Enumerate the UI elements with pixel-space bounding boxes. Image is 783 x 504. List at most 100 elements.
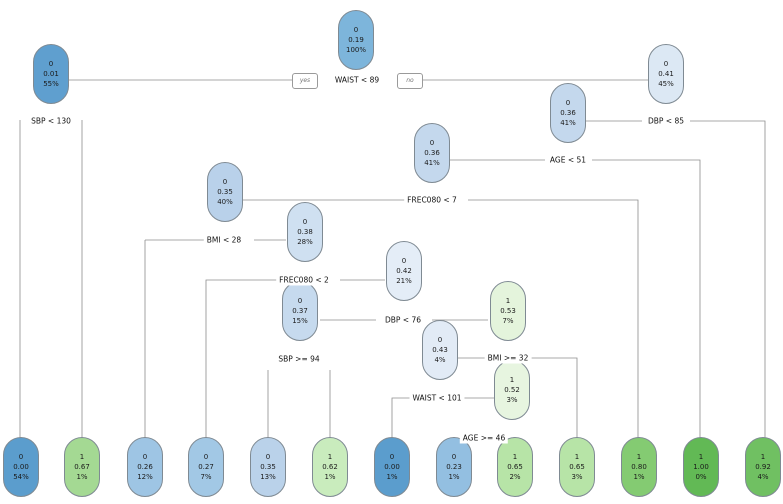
node-prob: 0.36 [560, 109, 576, 117]
node-pct: 21% [396, 277, 412, 285]
node-class: 0 [203, 453, 209, 461]
node-prob: 0.37 [292, 307, 308, 315]
node-pct: 4% [757, 473, 769, 481]
node-prob: 0.41 [658, 70, 674, 78]
split-label-n99: DBP < 76 [381, 314, 425, 326]
tree-leaf: 1 0.62 1% [312, 437, 348, 497]
node-prob: 0.38 [297, 228, 313, 236]
node-prob: 0.19 [348, 36, 364, 44]
node-pct: 54% [13, 473, 29, 481]
node-prob: 0.27 [198, 463, 214, 471]
node-prob: 0.92 [755, 463, 771, 471]
node-class: 0 [142, 453, 148, 461]
split-label-root: WAIST < 89 [331, 74, 383, 86]
node-class: 0 [18, 453, 24, 461]
node-class: 0 [297, 297, 303, 305]
node-pct: 41% [560, 119, 576, 127]
node-prob: 0.42 [396, 267, 412, 275]
node-prob: 0.65 [569, 463, 585, 471]
node-pct: 7% [200, 473, 212, 481]
split-label-n12: FREC080 < 7 [404, 194, 460, 206]
tree-leaf: 0 0.00 1% [374, 437, 410, 497]
node-class: 0 [437, 336, 443, 344]
branch-no-label: no [397, 73, 423, 89]
split-label-n3: DBP < 85 [644, 115, 688, 127]
node-class: 0 [401, 257, 407, 265]
node-prob: 0.67 [74, 463, 90, 471]
node-prob: 0.00 [384, 463, 400, 471]
node-prob: 0.35 [217, 188, 233, 196]
node-prob: 0.65 [507, 463, 523, 471]
node-class: 0 [663, 60, 669, 68]
node-pct: 4% [434, 356, 446, 364]
split-label-n49: FREC080 < 2 [276, 274, 332, 286]
split-label-n198: SBP >= 94 [275, 353, 323, 365]
node-prob: 0.53 [500, 307, 516, 315]
tree-node-n6: 0 0.36 41% [550, 83, 586, 143]
node-prob: 0.80 [631, 463, 647, 471]
split-label-n2: SBP < 130 [28, 115, 74, 127]
node-class: 1 [509, 376, 515, 384]
edge-n199-right [530, 357, 578, 440]
edge-n12-right [468, 199, 639, 440]
branch-yes-label: yes [292, 73, 318, 89]
node-class: 1 [636, 453, 642, 461]
node-pct: 2% [509, 473, 521, 481]
node-class: 0 [48, 60, 54, 68]
split-label-n398: WAIST < 101 [409, 392, 465, 404]
node-prob: 0.01 [43, 70, 59, 78]
node-class: 1 [698, 453, 704, 461]
tree-node-n797: 1 0.52 3% [494, 360, 530, 420]
edge-n49-left [205, 279, 278, 440]
node-pct: 1% [76, 473, 88, 481]
node-pct: 7% [502, 317, 514, 325]
node-class: 1 [574, 453, 580, 461]
node-prob: 0.43 [432, 346, 448, 354]
node-prob: 0.62 [322, 463, 338, 471]
node-pct: 28% [297, 238, 313, 246]
node-prob: 0.23 [446, 463, 462, 471]
node-pct: 1% [386, 473, 398, 481]
tree-leaf: 0 0.26 12% [127, 437, 163, 497]
tree-leaf: 0 0.27 7% [188, 437, 224, 497]
node-pct: 12% [137, 473, 153, 481]
tree-leaf: 0 0.35 13% [250, 437, 286, 497]
tree-leaf: 1 0.80 1% [621, 437, 657, 497]
node-pct: 15% [292, 317, 308, 325]
node-pct: 1% [324, 473, 336, 481]
edge-n6-right [592, 159, 701, 440]
tree-leaf: 1 0.67 1% [64, 437, 100, 497]
node-prob: 0.35 [260, 463, 276, 471]
node-pct: 55% [43, 80, 59, 88]
node-class: 0 [302, 218, 308, 226]
tree-leaf: 1 0.65 3% [559, 437, 595, 497]
edge-n3-right [690, 120, 766, 440]
tree-node-n49: 0 0.38 28% [287, 202, 323, 262]
node-pct: 13% [260, 473, 276, 481]
node-pct: 41% [424, 159, 440, 167]
tree-node-n2: 0 0.01 55% [33, 44, 69, 104]
node-pct: 1% [633, 473, 645, 481]
node-pct: 1% [448, 473, 460, 481]
node-prob: 0.00 [13, 463, 29, 471]
node-class: 0 [389, 453, 395, 461]
node-prob: 1.00 [693, 463, 709, 471]
tree-leaf: 1 0.65 2% [497, 437, 533, 497]
tree-node-n398: 0 0.43 4% [422, 320, 458, 380]
node-class: 0 [222, 178, 228, 186]
node-class: 1 [79, 453, 85, 461]
edge-n398-left [391, 397, 410, 440]
tree-leaf: 1 0.92 4% [745, 437, 781, 497]
tree-node-n24: 0 0.35 40% [207, 162, 243, 222]
node-pct: 100% [345, 46, 366, 54]
node-pct: 40% [217, 198, 233, 206]
split-label-n797: AGE >= 46 [459, 432, 509, 444]
node-class: 0 [429, 139, 435, 147]
node-pct: 0% [695, 473, 707, 481]
tree-node-n199: 1 0.53 7% [490, 281, 526, 341]
node-pct: 3% [506, 396, 518, 404]
node-class: 1 [760, 453, 766, 461]
node-prob: 0.36 [424, 149, 440, 157]
